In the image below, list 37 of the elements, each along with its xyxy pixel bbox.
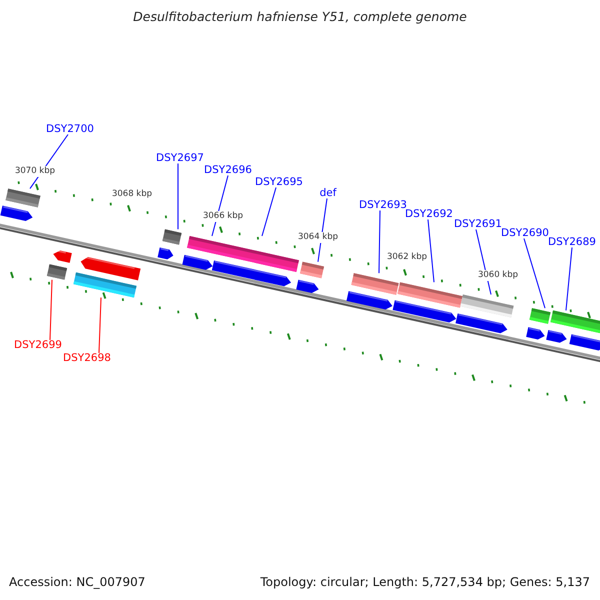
leader-line xyxy=(262,187,276,237)
gene-bar xyxy=(73,272,137,298)
leader-line xyxy=(566,247,572,311)
leader-line xyxy=(98,297,102,354)
gene-label: DSY2695 xyxy=(255,177,303,188)
scale-label: 3062 kbp xyxy=(386,252,428,262)
gene-label: DSY2691 xyxy=(454,219,502,230)
gene-bar xyxy=(300,262,324,278)
scale-label: 3068 kbp xyxy=(110,189,154,200)
gene-bar xyxy=(460,294,514,318)
leader-line xyxy=(524,238,546,309)
leader-line xyxy=(378,210,380,274)
gene-bar xyxy=(397,282,463,308)
gene-label: DSY2693 xyxy=(359,200,407,210)
gene-bar xyxy=(162,229,182,245)
footer-text: Accession: NC_007907 xyxy=(9,576,146,588)
gene-label: DSY2698 xyxy=(63,353,111,364)
scale-label: 3070 kbp xyxy=(14,166,56,176)
leader-line xyxy=(50,279,52,340)
footer-text: Topology: circular; Length: 5,727,534 bp; Genes: 5,137 xyxy=(260,576,590,588)
gene-label: DSY2697 xyxy=(156,153,204,164)
gene-label: DSY2696 xyxy=(204,165,252,176)
gene-label: DSY2699 xyxy=(14,340,62,350)
gene-label: DSY2690 xyxy=(501,228,549,238)
leader-line xyxy=(428,219,434,283)
scale-label: 3064 kbp xyxy=(296,232,340,242)
gene-label: DSY2689 xyxy=(548,237,596,248)
gene-bar xyxy=(351,273,399,295)
scale-label: 3060 kbp xyxy=(476,270,520,280)
gene-label: DSY2692 xyxy=(405,209,453,220)
gene-bar xyxy=(46,264,68,280)
diagram-title: Desulfitobacterium hafniense Y51, complete genome xyxy=(133,11,467,24)
gene-label: def xyxy=(320,188,336,198)
gene-label: DSY2700 xyxy=(46,124,94,134)
gene-bar xyxy=(6,188,40,208)
scale-label: 3066 kbp xyxy=(202,211,244,222)
gene-bar xyxy=(529,308,551,324)
